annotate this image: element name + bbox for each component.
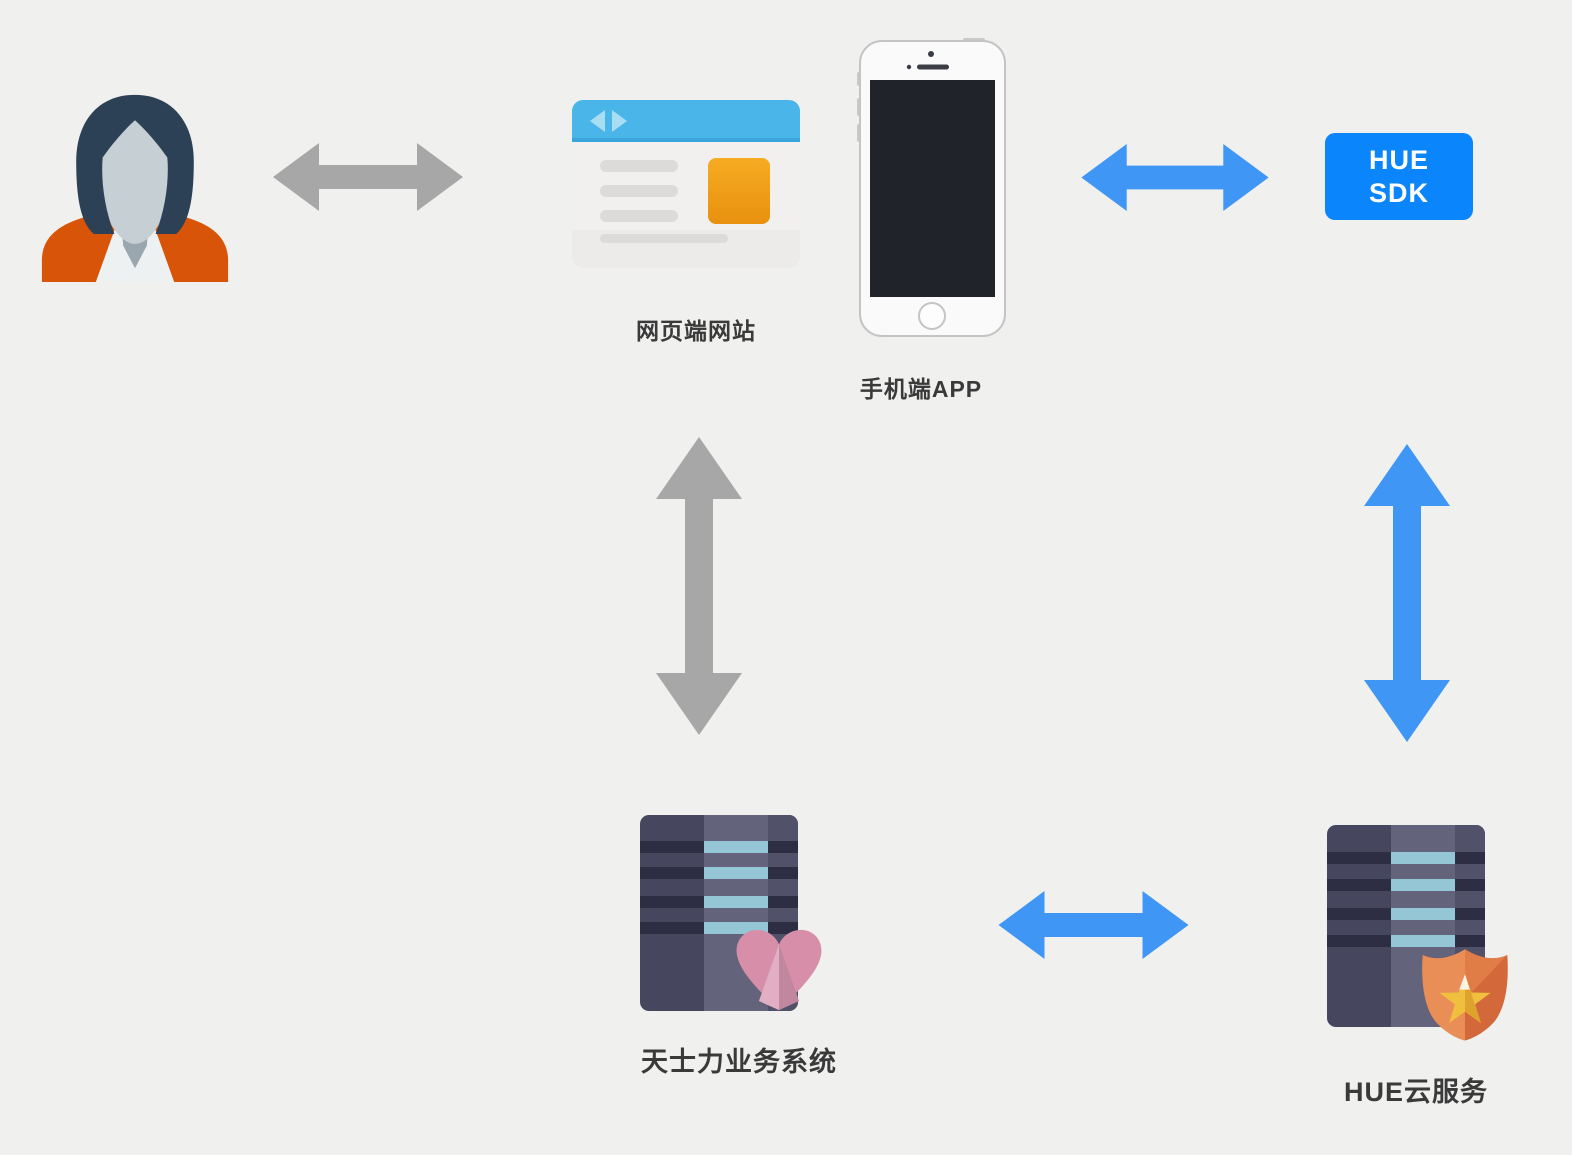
arrow-tasly-cloud (997, 890, 1190, 960)
arrow-app-sdk (1081, 143, 1269, 212)
hue-sdk-box: HUE SDK (1325, 133, 1473, 220)
hue-sdk-label-line2: SDK (1368, 177, 1429, 208)
hue-sdk-label-line1: HUE (1368, 144, 1429, 175)
mobile-app-label: 手机端APP (859, 376, 983, 402)
server-heart-icon (640, 815, 822, 1011)
shield-star-icon (1415, 941, 1515, 1042)
arrow-sdk-cloud (1363, 443, 1451, 743)
arrow-web-tasly (655, 437, 743, 735)
smartphone-icon (857, 38, 1006, 337)
user-avatar-icon (37, 85, 233, 283)
heart-icon (733, 928, 825, 1012)
arrow-user-web (273, 142, 463, 212)
web-site-label: 网页端网站 (636, 318, 756, 344)
server-shield-icon (1327, 825, 1508, 1041)
browser-window-icon (572, 100, 800, 268)
tasly-system-label: 天士力业务系统 (641, 1047, 837, 1077)
hue-cloud-label: HUE云服务 (1343, 1077, 1489, 1107)
